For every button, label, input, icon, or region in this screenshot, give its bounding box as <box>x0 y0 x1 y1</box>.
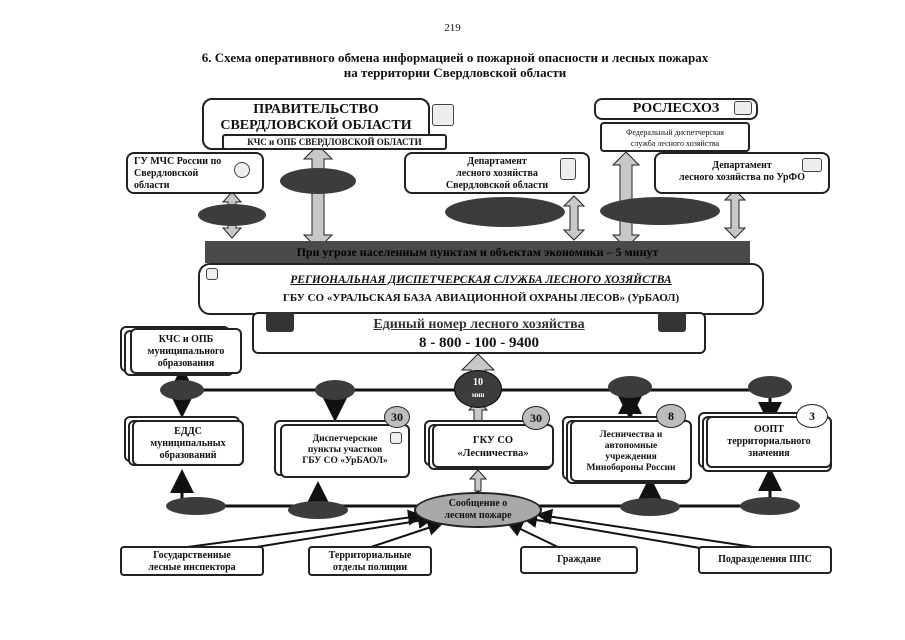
regional-dispatch-box: РЕГИОНАЛЬНАЯ ДИСПЕТЧЕРСКАЯ СЛУЖБА ЛЕСНОГ… <box>198 263 764 315</box>
gku-forestry-box: ГКУ СО «Лесничества» <box>432 424 554 468</box>
forestry-autonomous-box: Лесничества и автономные учреждения Мино… <box>570 420 692 482</box>
bus-ellipse-dispatch <box>315 380 355 400</box>
timing-ellipse-3 <box>445 197 565 227</box>
bottom-ellipse-1 <box>166 497 226 515</box>
phone-icon <box>266 312 294 332</box>
threat-banner: При угрозе населенным пунктам и объектам… <box>205 241 750 263</box>
mchs-emblem-icon <box>234 162 250 178</box>
dispatch-emblem-icon <box>390 432 402 444</box>
government-kchs-box: КЧС и ОПБ СВЕРДЛОВСКОЙ ОБЛАСТИ <box>222 134 447 150</box>
dept-emblem-icon <box>560 158 576 180</box>
roslesхoz-box: РОСЛЕСХОЗ <box>594 98 758 120</box>
fire-report-ellipse: Сообщение о лесном пожаре <box>414 492 542 528</box>
diagram-title: 6. Схема оперативного обмена информацией… <box>201 50 709 80</box>
phone-icon <box>658 312 686 332</box>
timing-ellipse-2 <box>280 168 356 194</box>
timing-ellipse-4 <box>600 197 720 225</box>
kchs-municipal-box: КЧС и ОПБ муниципального образования <box>130 328 242 374</box>
bus-ellipse-oopt <box>748 376 792 398</box>
double-arrow-urfo <box>723 189 747 239</box>
report-up-arrow <box>468 469 488 492</box>
urfo-box: Департамент лесного хозяйства по УрФО <box>654 152 830 194</box>
dept-forestry-box: Департамент лесного хозяйства Свердловск… <box>404 152 590 194</box>
gku-count-badge: 30 <box>522 406 550 430</box>
double-arrow-government <box>302 144 334 250</box>
source-state-inspectors: Государственные лесные инспектора <box>120 546 264 576</box>
bottom-ellipse-3 <box>620 498 680 516</box>
bottom-ellipse-4 <box>740 497 800 515</box>
dispatch-points-box: Диспетчерские пункты участков ГБУ СО «Ур… <box>280 424 410 478</box>
timing-ellipse-1 <box>198 204 266 226</box>
center-time-badge: 10 мин <box>454 370 502 408</box>
double-arrow-dept <box>562 195 586 241</box>
edds-box: ЕДДС муниципальных образований <box>132 420 244 466</box>
emblem-icon <box>432 104 454 126</box>
forestry-count-badge: 8 <box>656 404 686 428</box>
oopt-count-badge: 3 <box>796 404 828 428</box>
page-number: 219 <box>444 22 461 34</box>
source-fire-units: Подразделения ППС <box>698 546 832 574</box>
rds-emblem-icon <box>206 268 218 280</box>
dispatch-count-badge: 30 <box>384 406 410 428</box>
federal-dispatch-box: Федеральный диспетчерская служба лесного… <box>600 122 750 152</box>
bottom-ellipse-2 <box>288 501 348 519</box>
roslesхoz-logo-icon <box>734 101 752 115</box>
bus-ellipse-edds <box>160 380 204 400</box>
hotline-box: Единый номер лесного хозяйства 8 - 800 -… <box>252 312 706 354</box>
source-citizens: Граждане <box>520 546 638 574</box>
source-police: Территориальные отделы полиции <box>308 546 432 576</box>
urfo-logo-icon <box>802 158 822 172</box>
bus-ellipse-forest <box>608 376 652 398</box>
